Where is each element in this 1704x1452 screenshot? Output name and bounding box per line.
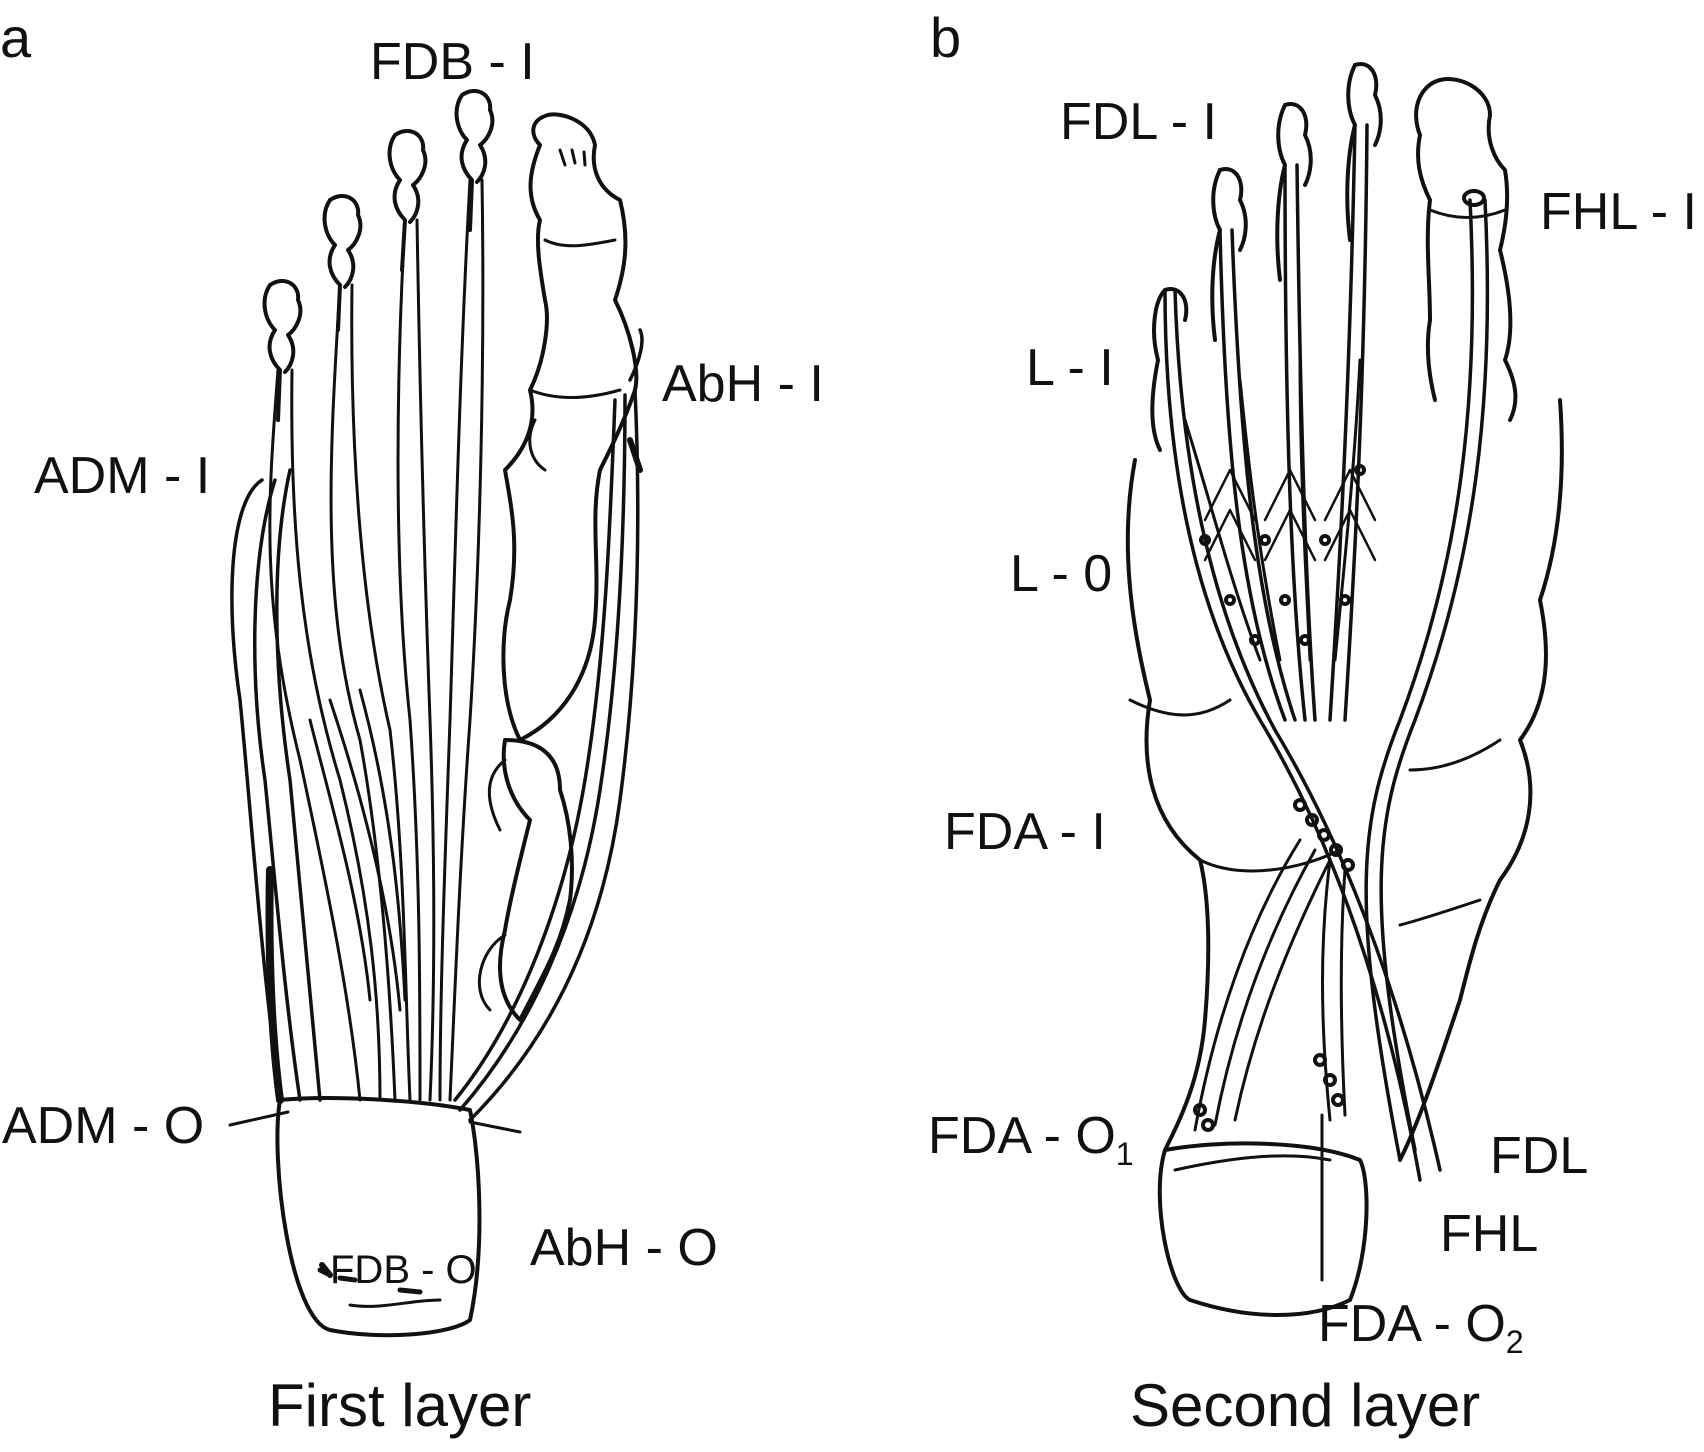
label-fdl-insertion: FDL - I bbox=[1060, 93, 1217, 151]
label-fda-origin-1-text: FDA - O bbox=[928, 1107, 1116, 1165]
label-fda-origin-2-subscript: 2 bbox=[1505, 1324, 1524, 1361]
label-fda-origin-2: FDA - O2 bbox=[1318, 1295, 1524, 1358]
label-abh-origin: AbH - O bbox=[530, 1219, 718, 1277]
label-fda-origin-1: FDA - O1 bbox=[928, 1107, 1134, 1170]
label-fda-insertion: FDA - I bbox=[944, 803, 1106, 861]
label-lumbrical-origin: L - 0 bbox=[1010, 545, 1113, 603]
panel-a-letter: a bbox=[0, 6, 32, 69]
label-fdl-tendon: FDL bbox=[1490, 1127, 1589, 1185]
label-fhl-insertion: FHL - I bbox=[1540, 183, 1697, 241]
caption-first-layer: First layer bbox=[268, 1372, 532, 1439]
panel-b-letter: b bbox=[930, 6, 962, 69]
foot-second-layer-drawing bbox=[1125, 62, 1564, 1317]
label-abh-insertion: AbH - I bbox=[662, 355, 824, 413]
label-fdb-origin: FDB - O bbox=[330, 1248, 477, 1292]
caption-second-layer: Second layer bbox=[1130, 1372, 1481, 1439]
label-fda-origin-2-text: FDA - O bbox=[1318, 1295, 1506, 1353]
label-fhl-tendon: FHL bbox=[1440, 1205, 1539, 1263]
label-fdb-insertion: FDB - I bbox=[370, 33, 535, 91]
label-fda-origin-1-subscript: 1 bbox=[1115, 1136, 1134, 1173]
foot-first-layer-drawing bbox=[228, 89, 644, 1338]
label-lumbrical-insertion: L - I bbox=[1026, 339, 1114, 397]
label-adm-insertion: ADM - I bbox=[34, 447, 211, 505]
label-adm-origin: ADM - O bbox=[2, 1097, 205, 1155]
